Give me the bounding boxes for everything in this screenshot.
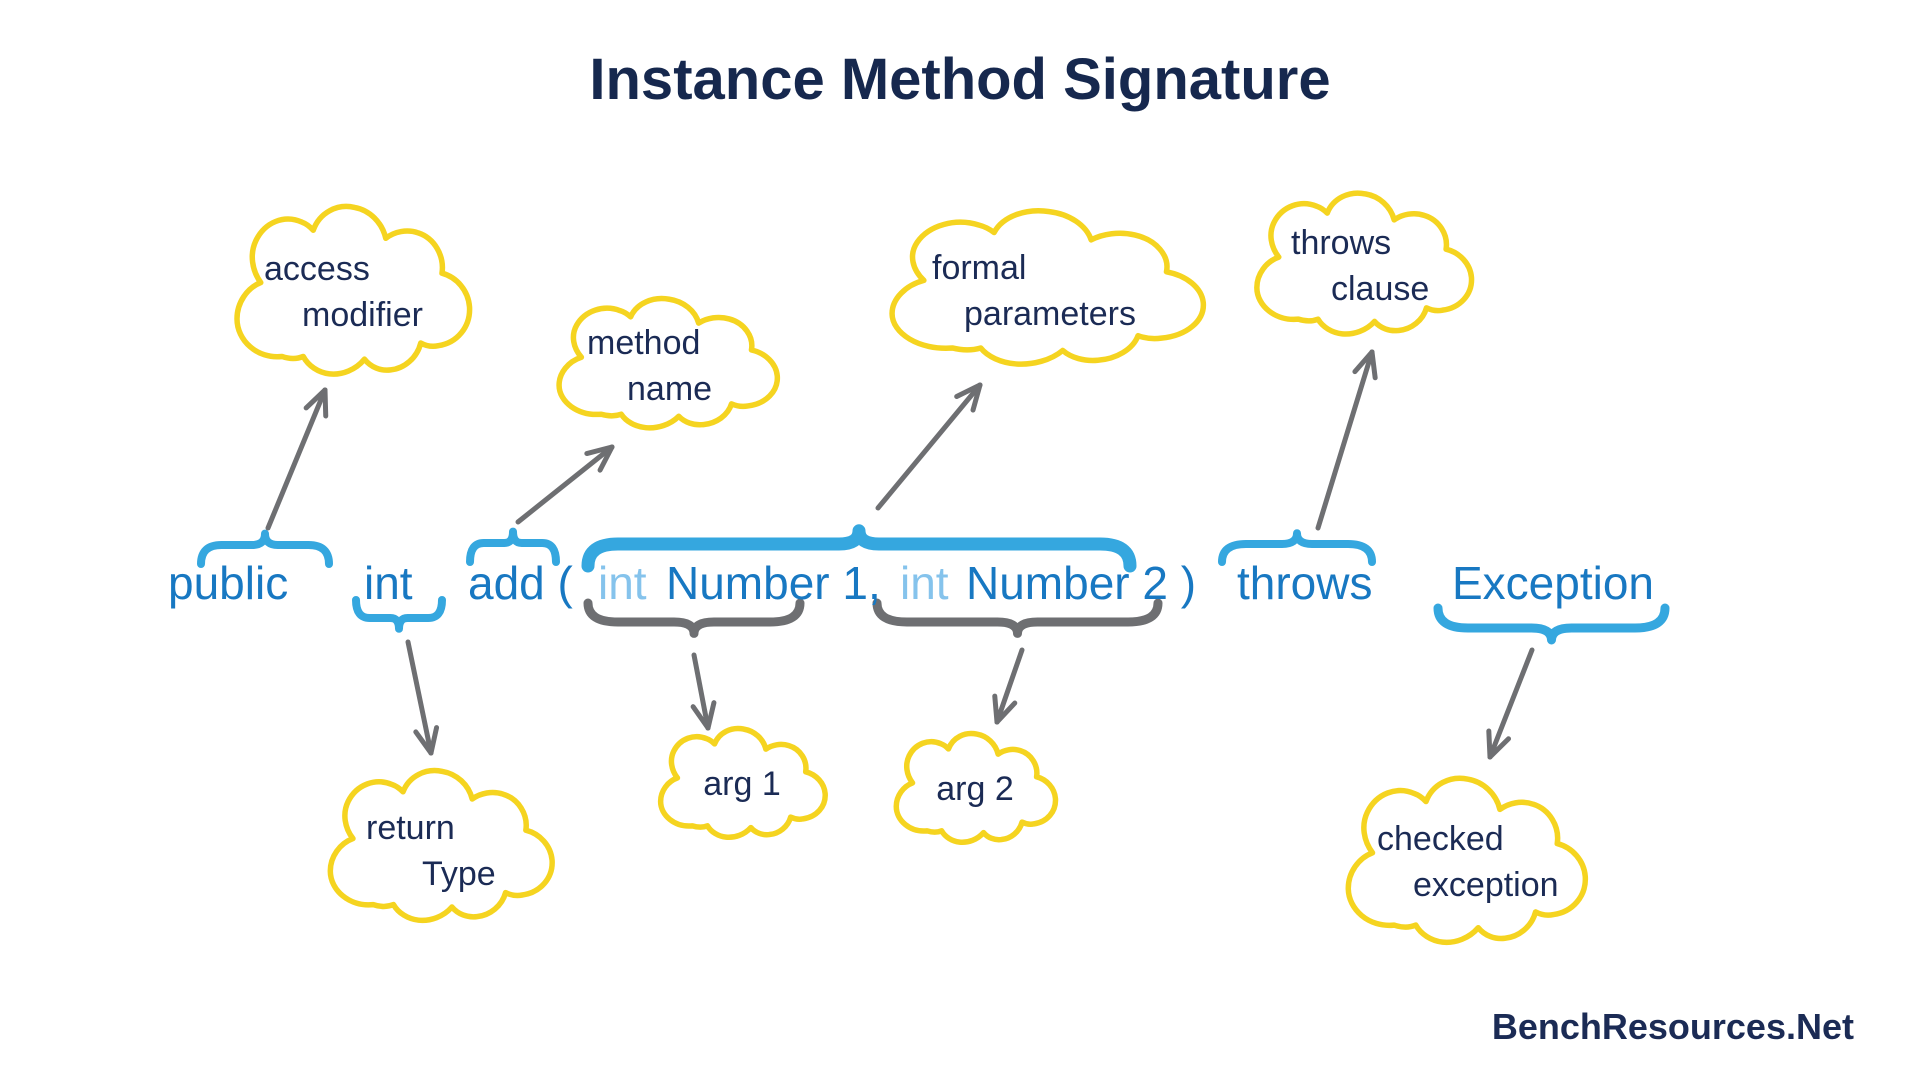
brace-over-public (197, 529, 333, 568)
code-token-return-type: int (364, 557, 413, 609)
code-token-param2-type: int (900, 557, 949, 609)
cloud-arg-2: arg 2 (886, 728, 1064, 850)
arrow-brace2-to-arg2-head (994, 700, 1018, 725)
brace-over-add (466, 527, 560, 566)
cloud-label: return Type (316, 763, 564, 931)
cloud-label: arg 2 (886, 728, 1064, 850)
cloud-shape (316, 763, 564, 931)
arrow-brace2-to-arg2 (994, 647, 1025, 725)
cloud-label-line: return (366, 809, 455, 847)
cloud-label-line: exception (1413, 866, 1559, 904)
cloud-label-line: clause (1331, 270, 1430, 308)
arrow-int-to-return-type-head (428, 725, 440, 756)
arrow-params-to-formal-parameters-head (970, 382, 983, 413)
brace-under-exception (1433, 603, 1670, 645)
arrow-public-to-access-modifier-head (322, 387, 329, 419)
arrow-throws-to-throws-clause-head (1352, 349, 1375, 375)
code-token-param2-name: Number 2 ) (966, 557, 1197, 609)
code-token-method-name: add ( (468, 557, 573, 609)
arrow-public-to-access-modifier (265, 387, 328, 531)
arrow-add-to-method-name-head (597, 444, 615, 473)
cloud-label-line: arg 2 (936, 770, 1014, 808)
cloud-shape (545, 292, 789, 437)
cloud-shape (1243, 186, 1483, 344)
cloud-label-line: access (264, 250, 370, 288)
arrow-params-to-formal-parameters (875, 382, 983, 511)
cloud-shape (886, 728, 1064, 850)
arrow-params-to-formal-parameters-head (954, 382, 983, 400)
cloud-method-name: method name (545, 292, 789, 437)
brace-under-int (352, 596, 446, 633)
cloud-label-line: Type (422, 855, 496, 893)
arrow-throws-to-throws-clause (1315, 349, 1375, 531)
cloud-label-line: name (627, 370, 713, 408)
brace-under-arg2 (872, 598, 1163, 638)
code-token-throws: throws (1237, 557, 1373, 609)
cloud-label-line: formal (932, 249, 1027, 287)
cloud-access-modifier: access modifier (222, 198, 482, 386)
arrow-add-to-method-name (515, 444, 615, 525)
arrow-brace2-to-arg2-head (992, 693, 1000, 725)
cloud-shape (650, 723, 834, 845)
arrow-brace1-to-arg1 (691, 652, 711, 731)
cloud-arg-1: arg 1 (650, 723, 834, 845)
cloud-label: throws clause (1243, 186, 1483, 344)
cloud-throws-clause: throws clause (1243, 186, 1483, 344)
arrow-throws-to-throws-clause-head (1369, 349, 1378, 381)
cloud-label: method name (545, 292, 789, 437)
arrow-public-to-access-modifier-head (303, 387, 328, 411)
arrow-brace1-to-arg1-head (690, 704, 711, 731)
arrow-exception-to-checked-exception-head (1486, 728, 1493, 760)
brace-over-throws (1218, 529, 1376, 566)
arrow-brace1-to-arg1-head (705, 700, 717, 731)
arrow-add-to-method-name-head (584, 444, 615, 457)
code-token-public: public (168, 557, 289, 609)
code-token-param1-name: Number 1, (666, 557, 881, 609)
cloud-return-type: return Type (316, 763, 564, 931)
cloud-label-line: checked (1377, 820, 1504, 858)
arrow-int-to-return-type (405, 639, 434, 756)
cloud-label-line: parameters (964, 295, 1136, 333)
cloud-formal-parameters: formal parameters (872, 203, 1220, 375)
cloud-checked-exception: checked exception (1333, 770, 1598, 954)
cloud-shape (1333, 770, 1598, 954)
cloud-label: arg 1 (650, 723, 834, 845)
code-token-exception: Exception (1452, 557, 1655, 609)
cloud-shape (222, 198, 482, 386)
watermark: BenchResources.Net (1491, 1006, 1854, 1047)
cloud-shape (872, 203, 1220, 375)
cloud-label-line: arg 1 (703, 765, 781, 803)
cloud-label-line: modifier (302, 296, 423, 334)
arrow-int-to-return-type-head (413, 729, 434, 756)
cloud-label-line: throws (1291, 224, 1392, 262)
brace-under-arg1 (583, 598, 805, 638)
page-title: Instance Method Signature (589, 47, 1331, 112)
cloud-label: formal parameters (872, 203, 1220, 375)
cloud-label: access modifier (222, 198, 482, 386)
brace-over-params (581, 524, 1137, 573)
arrow-exception-to-checked-exception-head (1487, 736, 1512, 760)
cloud-label-line: method (587, 324, 701, 362)
arrow-exception-to-checked-exception (1487, 647, 1535, 760)
cloud-label: checked exception (1333, 770, 1598, 954)
code-token-param1-type: int (598, 557, 647, 609)
